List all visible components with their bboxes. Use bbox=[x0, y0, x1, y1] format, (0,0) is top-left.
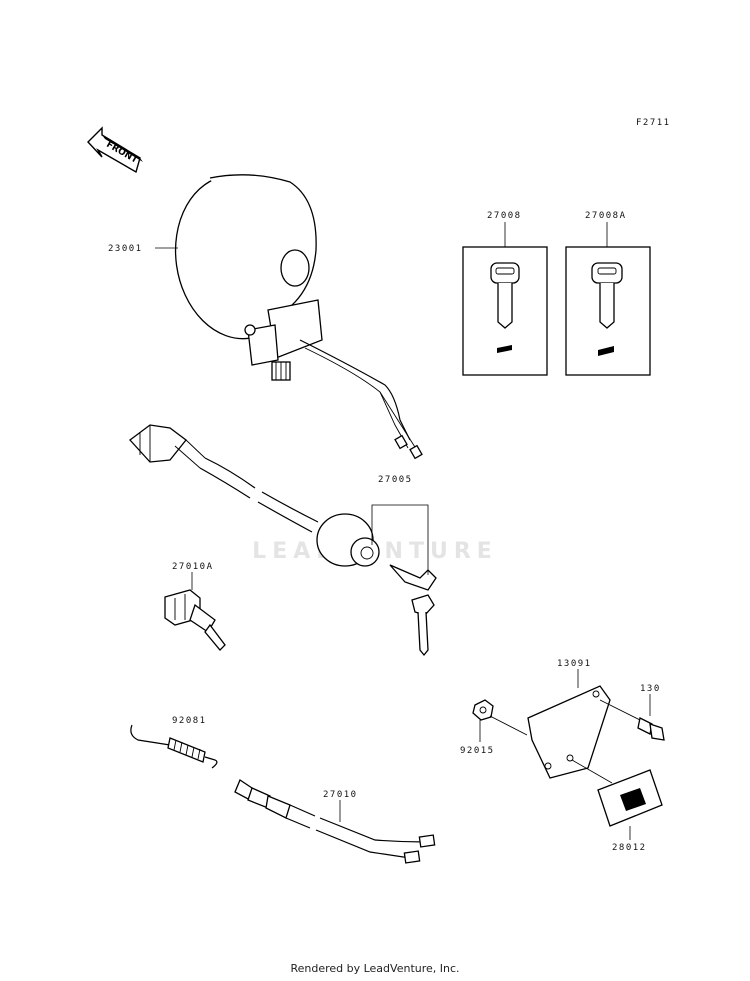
part-label-27010[interactable]: 27010 bbox=[323, 790, 358, 800]
key-card-27008a[interactable] bbox=[565, 222, 651, 376]
part-label-92015[interactable]: 92015 bbox=[460, 746, 495, 756]
part-label-27008[interactable]: 27008 bbox=[487, 211, 522, 221]
part-label-130[interactable]: 130 bbox=[640, 684, 661, 694]
part-label-27010a[interactable]: 27010A bbox=[172, 562, 214, 572]
spring-part[interactable] bbox=[130, 724, 218, 769]
part-label-92081[interactable]: 92081 bbox=[172, 716, 207, 726]
switch-27010a-part[interactable] bbox=[164, 589, 226, 651]
plate-part[interactable] bbox=[527, 685, 611, 779]
part-label-27005[interactable]: 27005 bbox=[378, 475, 413, 485]
front-arrow-icon: FRONT bbox=[87, 126, 143, 174]
switch-27010-part[interactable] bbox=[234, 779, 436, 864]
label-sticker-part[interactable] bbox=[571, 759, 663, 827]
part-label-28012[interactable]: 28012 bbox=[612, 843, 647, 853]
footer-credit: Rendered by LeadVenture, Inc. bbox=[290, 962, 460, 975]
ignition-switch-part[interactable] bbox=[129, 424, 437, 657]
headlight-part[interactable] bbox=[165, 167, 423, 460]
key-card-27008[interactable] bbox=[462, 222, 548, 376]
nut-part[interactable] bbox=[472, 699, 528, 736]
figure-code: F2711 bbox=[636, 118, 671, 128]
part-label-13091[interactable]: 13091 bbox=[557, 659, 592, 669]
bolt-part[interactable] bbox=[599, 699, 665, 741]
part-label-27008a[interactable]: 27008A bbox=[585, 211, 627, 221]
part-label-23001[interactable]: 23001 bbox=[108, 244, 143, 254]
